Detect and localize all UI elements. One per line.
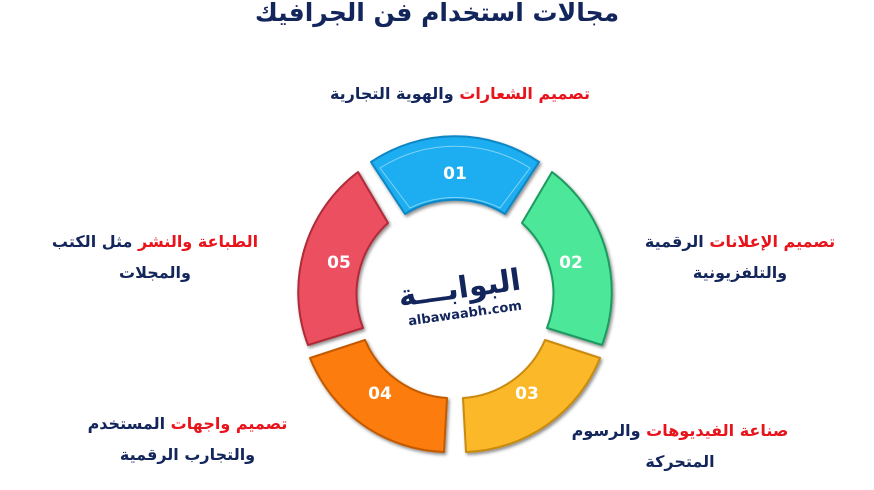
segment-01 xyxy=(370,135,540,215)
segment-number-01: 01 xyxy=(443,164,467,184)
label-05-line2: والمجلات xyxy=(119,263,191,282)
center-logo: البوابـــة albawaabh.com xyxy=(396,263,523,330)
label-02-highlight: تصميم الإعلانات xyxy=(709,232,836,251)
segment-number-04: 04 xyxy=(368,384,392,404)
label-03-rest: والرسوم xyxy=(571,421,641,440)
label-segment-02: تصميم الإعلانات الرقمية والتلفزيونية xyxy=(615,226,865,288)
label-01-rest: والهوية التجارية xyxy=(329,84,454,103)
label-02-line2: والتلفزيونية xyxy=(692,263,788,282)
label-01-highlight: تصميم الشعارات xyxy=(459,84,591,103)
label-segment-03: صناعة الفيديوهات والرسوم المتحركة xyxy=(545,415,815,477)
segment-02 xyxy=(521,171,613,346)
label-04-line2: والتجارب الرقمية xyxy=(119,445,256,464)
label-segment-01: تصميم الشعارات والهوية التجارية xyxy=(290,78,630,109)
label-05-rest: مثل الكتب xyxy=(51,232,133,251)
segment-number-02: 02 xyxy=(559,253,583,273)
label-segment-05: الطباعة والنشر مثل الكتب والمجلات xyxy=(25,226,285,288)
segment-03 xyxy=(462,339,601,453)
label-03-highlight: صناعة الفيديوهات xyxy=(646,421,789,440)
segment-05 xyxy=(297,171,389,346)
label-segment-04: تصميم واجهات المستخدم والتجارب الرقمية xyxy=(55,408,320,470)
segment-04 xyxy=(309,339,448,453)
page-title: مجالات استخدام فن الجرافيك xyxy=(254,0,620,27)
label-02-rest: الرقمية xyxy=(644,232,704,251)
segment-number-03: 03 xyxy=(515,384,539,404)
segment-number-05: 05 xyxy=(327,253,351,273)
label-05-highlight: الطباعة والنشر xyxy=(138,232,259,251)
label-04-rest: المستخدم xyxy=(87,414,166,433)
label-04-highlight: تصميم واجهات xyxy=(170,414,288,433)
label-03-line2: المتحركة xyxy=(645,452,715,471)
